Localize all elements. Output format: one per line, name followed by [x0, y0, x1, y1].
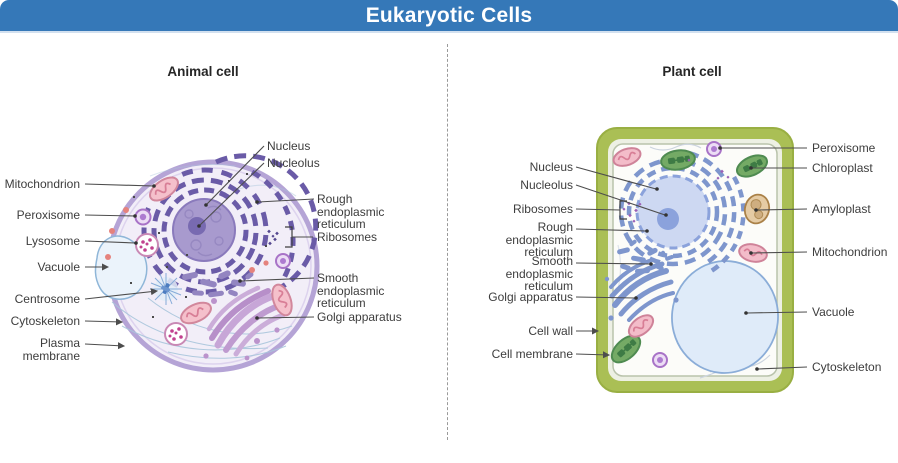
label-animal-smooth-er: Smooth endoplasmic reticulum — [317, 271, 385, 310]
label-animal-rough-er: Rough endoplasmic reticulum — [317, 192, 385, 231]
label-plant-chloroplast: Chloroplast — [812, 161, 873, 175]
label-animal-centrosome: Centrosome — [14, 292, 80, 306]
section-divider — [447, 44, 448, 440]
label-animal-peroxisome: Peroxisome — [16, 208, 80, 222]
animal-centrosome-shape — [150, 273, 182, 305]
label-plant-golgi: Golgi apparatus — [488, 290, 573, 304]
animal-vacuole-shape — [94, 235, 148, 300]
label-plant-rough-er: Rough endoplasmic reticulum — [505, 220, 573, 259]
plant-vacuole-shape — [671, 260, 779, 374]
animal-lysosome-shape — [135, 233, 188, 346]
leader-lines — [84, 145, 808, 371]
label-plant-peroxisome: Peroxisome — [812, 141, 876, 155]
label-plant-nucleus: Nucleus — [529, 160, 573, 174]
label-animal-ribosomes: Ribosomes — [317, 230, 378, 244]
animal-smooth-er-shape — [182, 270, 254, 298]
plant-chloroplast-shape — [610, 149, 768, 364]
label-plant-nucleolus: Nucleolus — [520, 178, 573, 192]
plant-cell-illustration — [596, 127, 794, 393]
animal-cell-illustration — [94, 153, 320, 373]
label-animal-nucleolus: Nucleolus — [267, 156, 320, 170]
animal-vesicle-dots — [105, 207, 269, 273]
label-plant-ribosomes: Ribosomes — [512, 202, 573, 216]
page-title: Eukaryotic Cells — [365, 3, 533, 27]
animal-cytoskeleton-shape — [111, 163, 297, 359]
animal-nucleolus-shape — [188, 217, 206, 235]
label-animal-lysosome: Lysosome — [25, 234, 80, 248]
label-animal-cytoskeleton: Cytoskeleton — [10, 314, 80, 328]
plant-nucleolus-shape — [657, 208, 679, 230]
plant-golgi-shape — [604, 250, 679, 322]
label-plant-amyloplast: Amyloplast — [812, 202, 871, 216]
animal-nucleus-shape — [172, 198, 236, 262]
plant-peroxisome-shape — [652, 141, 722, 368]
label-animal-golgi: Golgi apparatus — [317, 310, 402, 324]
label-animal-vacuole: Vacuole — [37, 260, 80, 274]
animal-golgi-shape — [203, 285, 286, 361]
plant-cell-title: Plant cell — [662, 64, 722, 79]
animal-cell-title: Animal cell — [167, 64, 239, 79]
label-plant-smooth-er: Smooth endoplasmic reticulum — [505, 254, 573, 293]
label-plant-cell-wall: Cell wall — [528, 324, 573, 338]
plant-nucleus-shape — [635, 174, 711, 250]
label-plant-cytoskeleton: Cytoskeleton — [812, 360, 882, 374]
label-animal-mitochondrion: Mitochondrion — [4, 177, 80, 191]
label-plant-mitochondrion: Mitochondrion — [812, 245, 888, 259]
label-animal-nucleus: Nucleus — [267, 139, 311, 153]
animal-mitochondrion-shape — [149, 176, 293, 325]
label-animal-plasma-membrane: Plasma membrane — [22, 336, 80, 363]
header: Eukaryotic Cells — [0, 0, 898, 33]
label-plant-cell-membrane: Cell membrane — [491, 347, 573, 361]
label-plant-vacuole: Vacuole — [812, 305, 855, 319]
